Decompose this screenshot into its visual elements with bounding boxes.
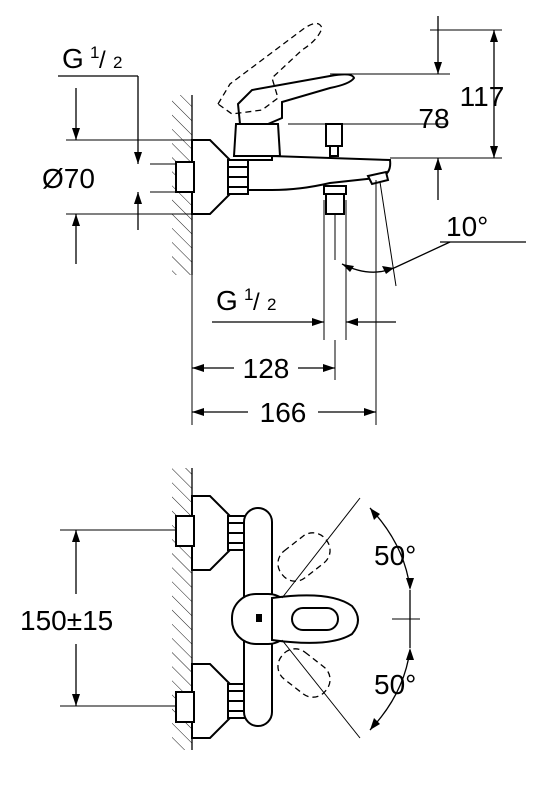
wall-flange — [191, 139, 233, 215]
flange-lower — [191, 663, 233, 739]
dim-128: 128 — [192, 340, 336, 384]
shower-nut — [323, 185, 347, 195]
side-view: 117 78 G 1 / 2 — [42, 16, 526, 428]
dim-166: 166 — [192, 397, 376, 428]
lever-marker — [256, 614, 262, 622]
thread-spout-num: 1 — [244, 285, 253, 304]
dim-78-label: 78 — [418, 103, 449, 134]
svg-text:/: / — [253, 289, 260, 316]
thread-spout-den: 2 — [267, 295, 276, 314]
mixer-body — [247, 154, 392, 191]
dim-angle-10: 10° — [341, 211, 526, 274]
thread-top-den: 2 — [113, 53, 122, 72]
shower-connection — [325, 191, 345, 215]
lever-raised-dashed — [217, 22, 323, 115]
thread-label-top: G 1 / 2 — [58, 43, 142, 230]
svg-text:/: / — [99, 47, 106, 74]
lever-dashed-up — [277, 532, 331, 582]
thread-top-G: G — [62, 43, 84, 74]
diameter-label: Ø70 — [42, 163, 95, 194]
dim-angle-50-bottom: 50° — [281, 639, 416, 739]
top-view: 50° 50° 150±15 — [20, 468, 420, 750]
dim-150: 150±15 — [20, 529, 176, 707]
connector-lower — [175, 691, 195, 723]
lever-housing — [232, 123, 282, 157]
dim-78: 78 — [418, 16, 450, 200]
lever-slot — [291, 607, 339, 631]
pipe-connector — [175, 161, 195, 193]
thread-spout-G: G — [216, 285, 238, 316]
dim-128-label: 128 — [243, 353, 290, 384]
dim-angle-50-top: 50° — [281, 497, 416, 599]
spacing-label: 150±15 — [20, 605, 113, 636]
flange-upper — [191, 495, 233, 571]
lever-dashed-down — [277, 648, 331, 698]
dim-117: 117 — [460, 30, 505, 158]
diverter-stem — [329, 145, 339, 157]
dim-117-label: 117 — [460, 81, 505, 112]
angle-10-label: 10° — [446, 211, 488, 242]
connection-nut — [227, 159, 249, 195]
lever-handle — [236, 73, 356, 125]
angle-50-top-label: 50° — [374, 540, 416, 571]
angle-50-bottom-label: 50° — [374, 669, 416, 700]
thread-top-num: 1 — [90, 43, 99, 62]
thread-label-spout: G 1 / 2 — [212, 285, 396, 326]
dim-166-label: 166 — [260, 397, 307, 428]
spout-outlet — [366, 170, 390, 186]
diverter-knob — [325, 123, 343, 147]
connector-upper — [175, 515, 195, 547]
dim-diameter: Ø70 — [42, 88, 192, 264]
